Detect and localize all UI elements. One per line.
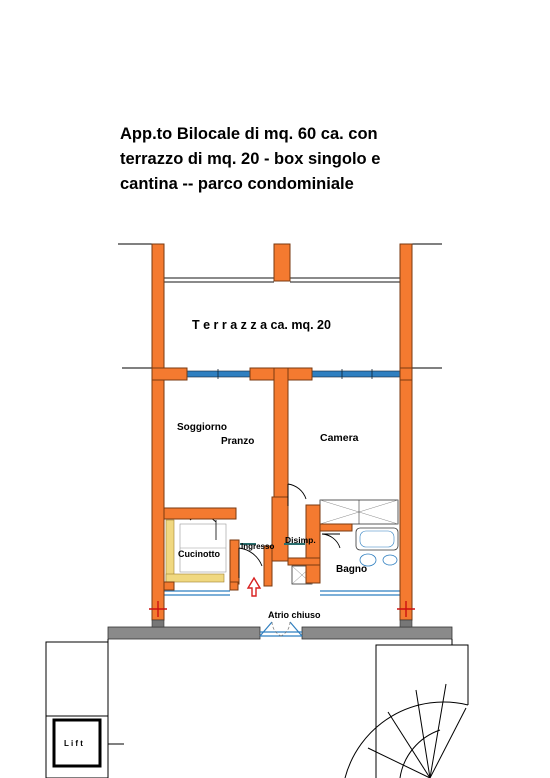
label-soggiorno: Soggiorno <box>177 422 227 433</box>
atrio-glass-doors <box>259 621 303 637</box>
label-camera: Camera <box>320 432 359 444</box>
wardrobe <box>319 499 399 525</box>
walls <box>151 243 413 621</box>
spiral-staircase <box>344 644 469 778</box>
lower-windows <box>164 590 400 596</box>
title-line-3: cantina -- parco condominiale <box>120 175 354 193</box>
label-disimp: Disimp. <box>285 535 316 545</box>
atrio-door-swing <box>271 621 291 637</box>
label-cucinotto: Cucinotto <box>178 549 220 559</box>
doors <box>238 483 341 578</box>
label-bagno: Bagno <box>336 564 367 575</box>
label-lift: L i f t <box>64 739 83 748</box>
entry-arrow-icon <box>246 576 262 597</box>
label-pranzo: Pranzo <box>221 436 254 447</box>
label-ingresso: Ingresso <box>241 542 274 551</box>
section-markers <box>149 601 415 617</box>
lift-shaft <box>45 641 124 778</box>
atrio-walls <box>107 619 453 778</box>
label-atrio: Atrio chiuso <box>268 610 321 620</box>
terrace-railing <box>164 277 400 283</box>
boundary-lines <box>118 243 442 369</box>
title-line-1: App.to Bilocale di mq. 60 ca. con <box>120 125 378 143</box>
label-terrazza: T e r r a z z a ca. mq. 20 <box>192 318 331 332</box>
plan-title: App.to Bilocale di mq. 60 ca. con terraz… <box>120 122 520 197</box>
title-line-2: terrazzo di mq. 20 - box singolo e <box>120 150 381 168</box>
